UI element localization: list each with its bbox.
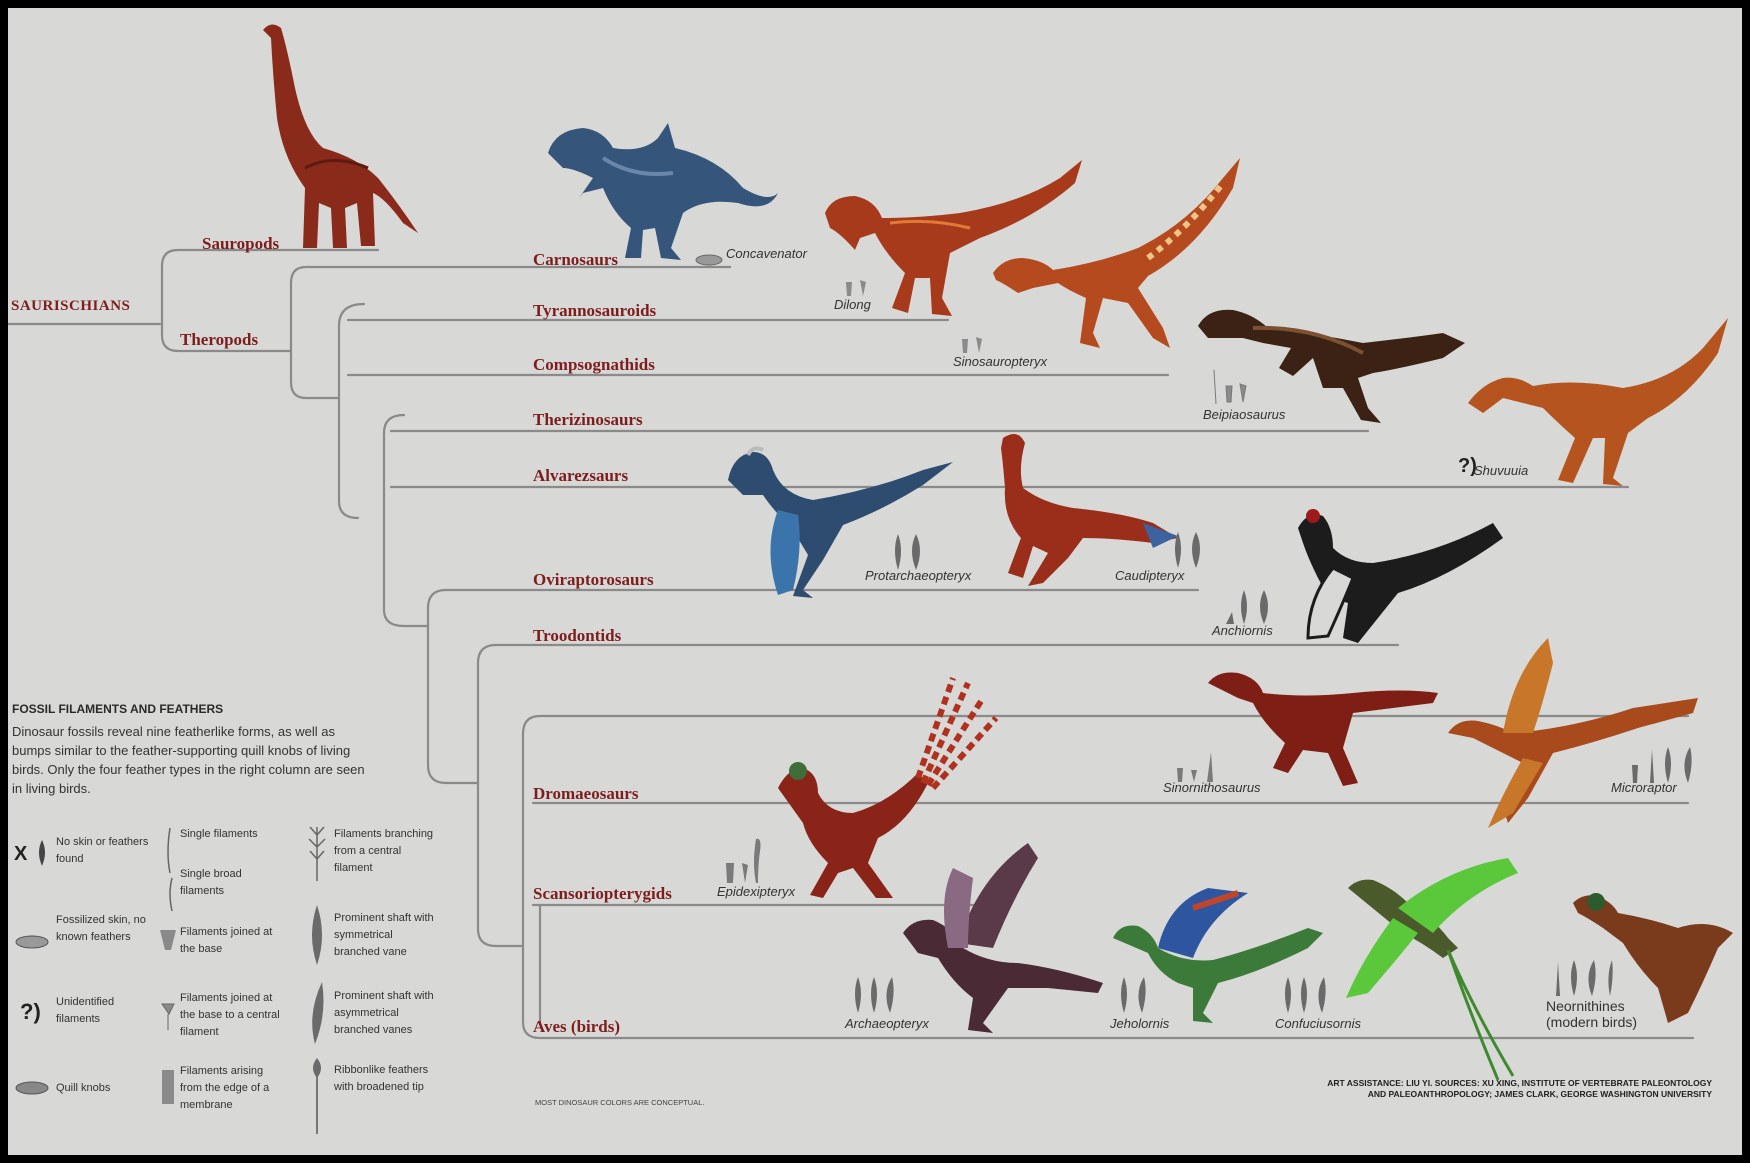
clade-label-carnosaurs: Carnosaurs	[533, 250, 618, 270]
microraptor-feather-icon	[1628, 743, 1698, 787]
fossilized-skin-icon	[14, 932, 50, 952]
sinosauropteryx-filament-icon	[958, 333, 988, 355]
legend-single-filaments: Single filaments	[180, 826, 280, 843]
clade-label-scansoriopterygids: Scansoriopterygids	[533, 884, 672, 904]
no-feathers-icon: X	[14, 838, 50, 868]
legend-description: Dinosaur fossils reveal nine featherlike…	[12, 722, 372, 798]
saurischian-split	[162, 250, 178, 351]
credit-line-2: AND PALEOANTHROPOLOGY; JAMES CLARK, GEOR…	[1327, 1089, 1712, 1100]
legend-branching: Filaments branching from a central filam…	[334, 826, 434, 877]
archaeopteryx-illustration	[898, 838, 1108, 1038]
credit-line-1: ART ASSISTANCE: LIU YI. SOURCES: XU XING…	[1327, 1078, 1712, 1089]
sinornithosaurus-illustration	[1203, 668, 1443, 793]
legend-title: FOSSIL FILAMENTS AND FEATHERS	[12, 702, 223, 716]
neornithines-feather-icon	[1550, 956, 1620, 998]
dilong-filament-icon	[842, 276, 872, 298]
ribbonlike-feather-icon	[306, 1056, 328, 1136]
svg-text:X: X	[14, 843, 28, 865]
cladogram-figure: SAURISCHIANS Sauropods Theropods Carnosa…	[8, 8, 1742, 1155]
legend-joined-base: Filaments joined at the base	[180, 924, 280, 958]
legend-joined-central: Filaments joined at the base to a centra…	[180, 990, 280, 1041]
clade-label-oviraptorosaurs: Oviraptorosaurs	[533, 570, 654, 590]
legend-single-broad: Single broad filaments	[180, 866, 280, 900]
symmetrical-vane-icon	[306, 903, 328, 967]
svg-text:?): ?)	[20, 999, 41, 1024]
asymmetrical-vane-icon	[306, 980, 330, 1046]
maniraptor-split	[384, 415, 404, 626]
ovirap-split	[428, 590, 446, 783]
beipiaosaurus-filament-icon	[1210, 368, 1255, 408]
sauropod-illustration	[253, 18, 423, 253]
species-label-epidexipteryx: Epidexipteryx	[717, 884, 795, 899]
neornithines-name: Neornithines	[1546, 998, 1637, 1014]
species-label-jeholornis: Jeholornis	[1110, 1016, 1169, 1031]
anchiornis-feather-icon	[1220, 586, 1280, 626]
concavenator-quill-knob-icon	[694, 252, 724, 268]
confuciusornis-feather-icon	[1280, 973, 1335, 1015]
anchiornis-illustration	[1288, 508, 1508, 648]
legend-asymmetrical: Prominent shaft with asymmetrical branch…	[334, 988, 434, 1039]
legend-no-skin: No skin or feathers found	[56, 834, 156, 868]
caudipteryx-feather-icon	[1168, 528, 1208, 570]
legend-symmetrical: Prominent shaft with symmetrical branche…	[334, 910, 434, 961]
colors-note: MOST DINOSAUR COLORS ARE CONCEPTUAL.	[535, 1098, 704, 1107]
tyranno-split	[339, 304, 364, 518]
epidexipteryx-feather-icon	[722, 833, 764, 885]
carnosaur-split	[291, 267, 306, 398]
protarchaeopteryx-feather-icon	[888, 530, 928, 572]
svg-text:?): ?)	[1458, 455, 1477, 477]
legend-quill-knobs: Quill knobs	[56, 1080, 156, 1097]
species-label-dilong: Dilong	[834, 297, 871, 312]
filaments-joined-base-icon	[158, 926, 178, 952]
clade-label-alvarezsaurs: Alvarezsaurs	[533, 466, 628, 486]
microraptor-illustration	[1443, 633, 1703, 833]
single-filaments-icon	[160, 823, 180, 913]
clade-label-tyrannosauroids: Tyrannosauroids	[533, 301, 656, 321]
branching-filaments-icon	[306, 823, 328, 883]
unidentified-filaments-icon: ?)	[18, 993, 52, 1027]
saurischians-label: SAURISCHIANS	[11, 298, 130, 315]
credits: ART ASSISTANCE: LIU YI. SOURCES: XU XING…	[1327, 1078, 1712, 1100]
clade-label-compsognathids: Compsognathids	[533, 355, 655, 375]
legend-fossilized-skin: Fossilized skin, no known feathers	[56, 912, 156, 946]
troodont-split	[478, 645, 496, 946]
filaments-central-icon	[158, 1000, 178, 1032]
species-label-confuciusornis: Confuciusornis	[1275, 1016, 1361, 1031]
legend-membrane-edge: Filaments arising from the edge of a mem…	[180, 1063, 280, 1114]
species-label-caudipteryx: Caudipteryx	[1115, 568, 1184, 583]
archaeopteryx-feather-icon	[850, 973, 900, 1015]
species-label-beipiaosaurus: Beipiaosaurus	[1203, 407, 1285, 422]
species-label-archaeopteryx: Archaeopteryx	[845, 1016, 929, 1031]
clade-label-therizinosaurs: Therizinosaurs	[533, 410, 643, 430]
shuvuuia-unidentified-icon: ?)	[1456, 448, 1486, 482]
legend-unidentified: Unidentified filaments	[56, 994, 156, 1028]
sinornithosaurus-feather-icon	[1173, 748, 1228, 784]
theropods-label: Theropods	[180, 330, 258, 350]
species-label-neornithines: Neornithines (modern birds)	[1546, 998, 1637, 1030]
clade-label-troodontids: Troodontids	[533, 626, 621, 646]
confuciusornis-illustration	[1338, 858, 1528, 1083]
clade-label-aves: Aves (birds)	[533, 1017, 620, 1037]
jeholornis-feather-icon	[1114, 973, 1154, 1015]
species-label-concavenator: Concavenator	[726, 246, 807, 261]
membrane-filaments-icon	[158, 1066, 178, 1106]
species-label-sinosauropteryx: Sinosauropteryx	[953, 354, 1047, 369]
legend-ribbonlike: Ribbonlike feathers with broadened tip	[334, 1062, 434, 1096]
clade-label-dromaeosaurs: Dromaeosaurs	[533, 784, 638, 804]
sauropods-label: Sauropods	[202, 234, 279, 254]
neornithines-subtitle: (modern birds)	[1546, 1014, 1637, 1030]
dromaeo-split	[523, 716, 540, 1038]
quill-knobs-icon	[14, 1078, 50, 1098]
